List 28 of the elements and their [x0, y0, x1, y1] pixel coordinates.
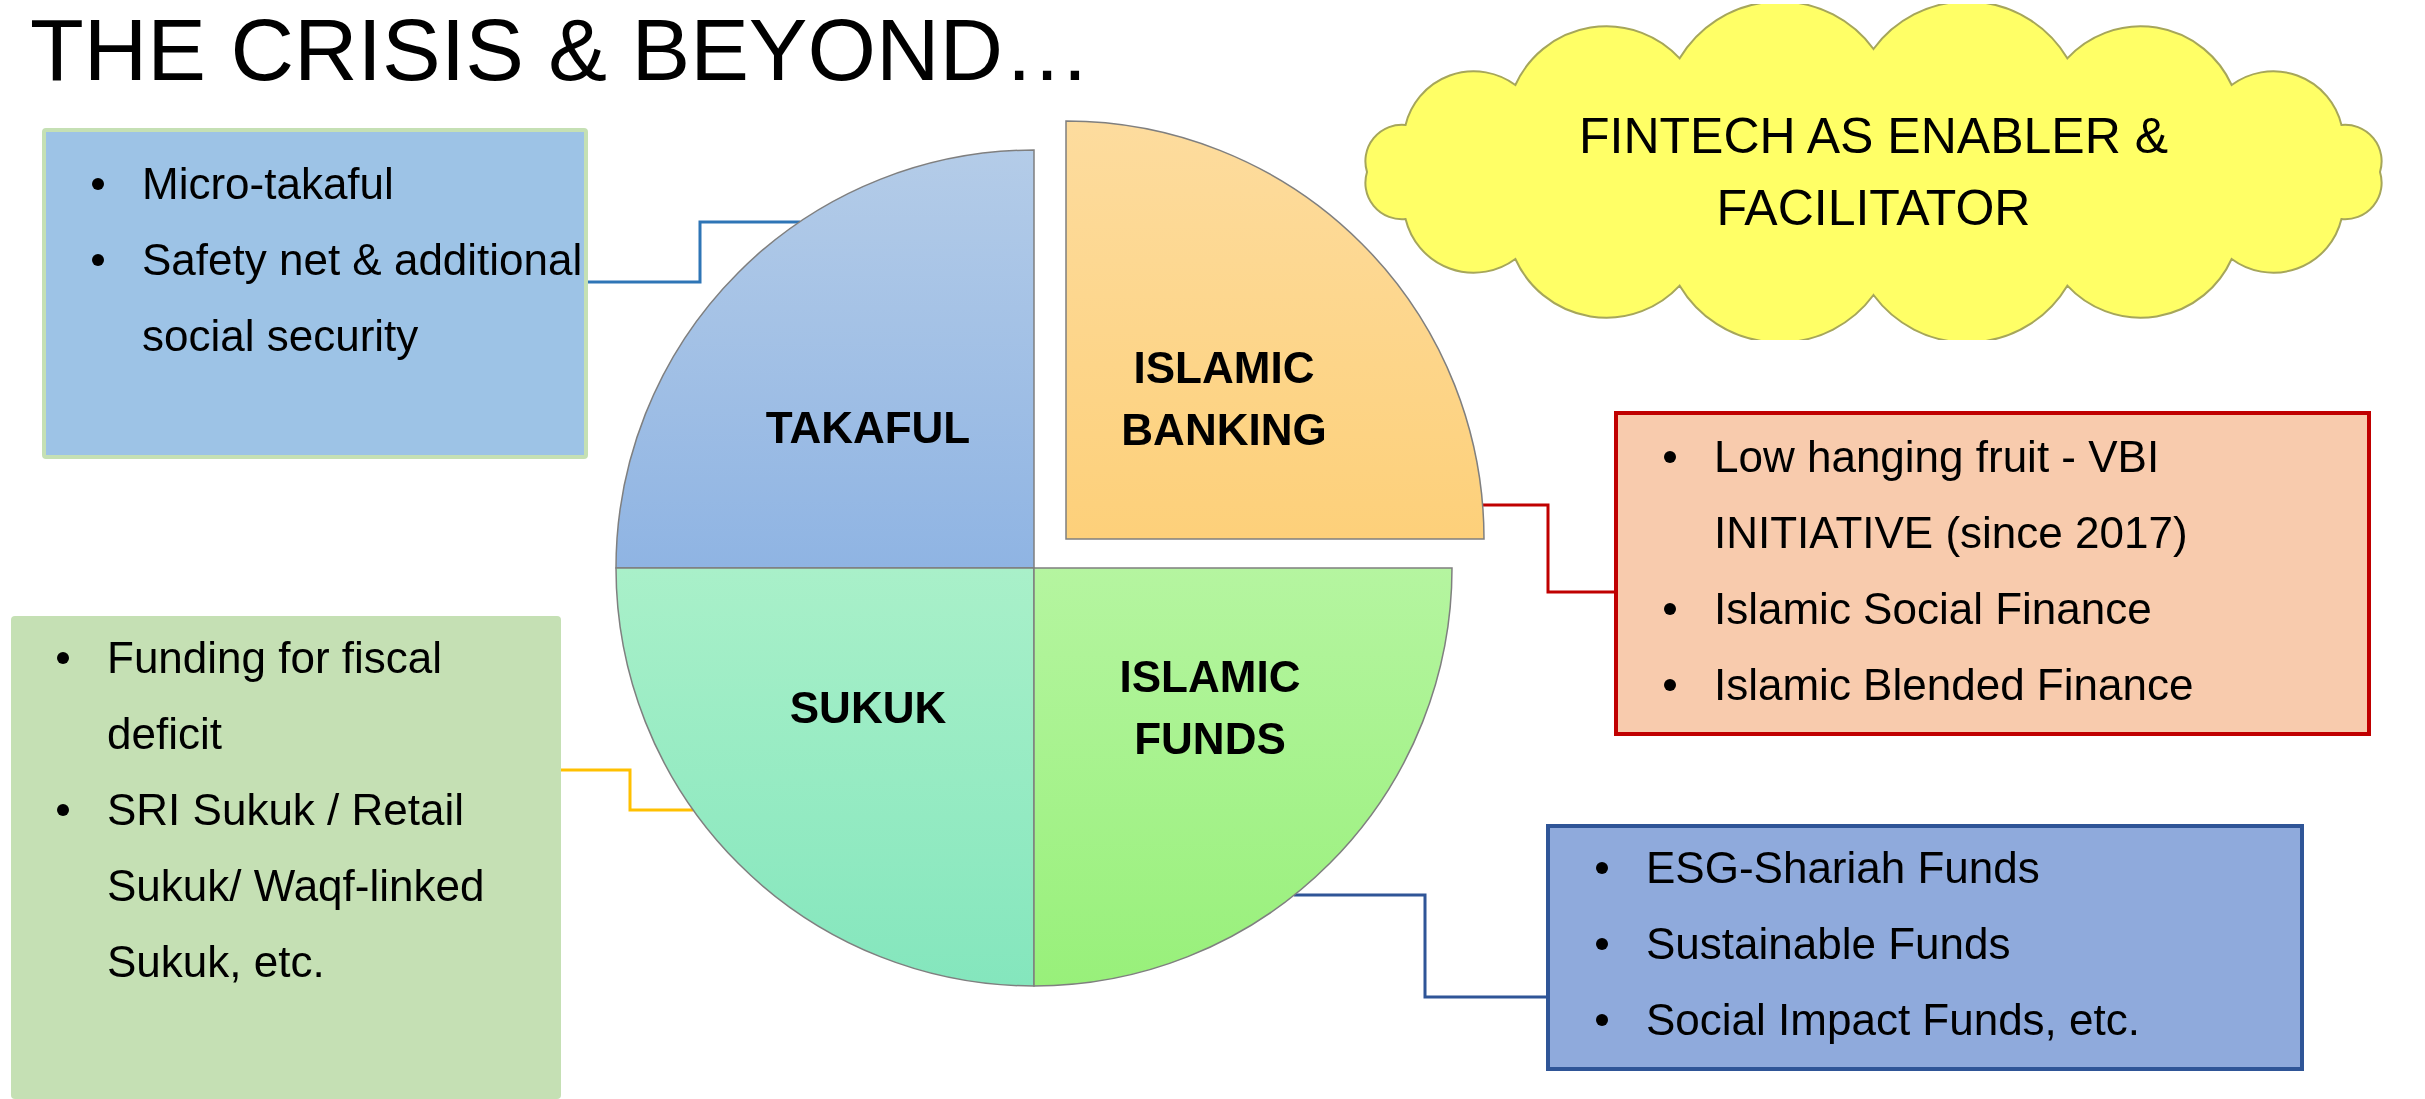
bullet-text: Safety net & additional social security — [142, 234, 584, 362]
connector-line — [1294, 893, 1546, 999]
pie-slice — [616, 568, 1034, 986]
bullet-text: Micro-takaful — [142, 158, 394, 210]
bullet-text: Social Impact Funds, etc. — [1646, 994, 2140, 1046]
bullet-list-box — [1614, 411, 2371, 736]
bullet-text: Funding for fiscal deficit — [107, 632, 444, 760]
bullet-text: SRI Sukuk / Retail Sukuk/ Waqf-linked Sukuk, etc. — [107, 784, 486, 988]
slice-label: ISLAMIC FUNDS — [1118, 651, 1302, 765]
slice-label: TAKAFUL — [764, 402, 972, 454]
connector-line — [588, 220, 800, 284]
bullet-text: Islamic Social Finance — [1714, 583, 2152, 635]
pie-slice — [1066, 121, 1484, 539]
bullet-list-box — [11, 616, 561, 1099]
bullet-list-box — [42, 128, 588, 459]
cloud-text: FINTECH AS ENABLER & FACILITATOR — [1577, 107, 2169, 238]
connector-line — [1483, 503, 1614, 594]
bullet-list-box — [1546, 824, 2304, 1071]
slice-label: SUKUK — [788, 682, 948, 734]
bullet-text: Islamic Blended Finance — [1714, 659, 2194, 711]
connector-line — [561, 768, 693, 812]
slide-title: THE CRISIS & BEYOND… — [30, 0, 1092, 100]
bullet-text: ESG-Shariah Funds — [1646, 842, 2040, 894]
pie-slice — [1034, 568, 1452, 986]
slice-label: ISLAMIC BANKING — [1120, 342, 1328, 456]
bullet-text: Low hanging fruit - VBI INITIATIVE (since 2017) — [1714, 431, 2189, 559]
bullet-text: Sustainable Funds — [1646, 918, 2011, 970]
pie-slice — [616, 150, 1034, 568]
